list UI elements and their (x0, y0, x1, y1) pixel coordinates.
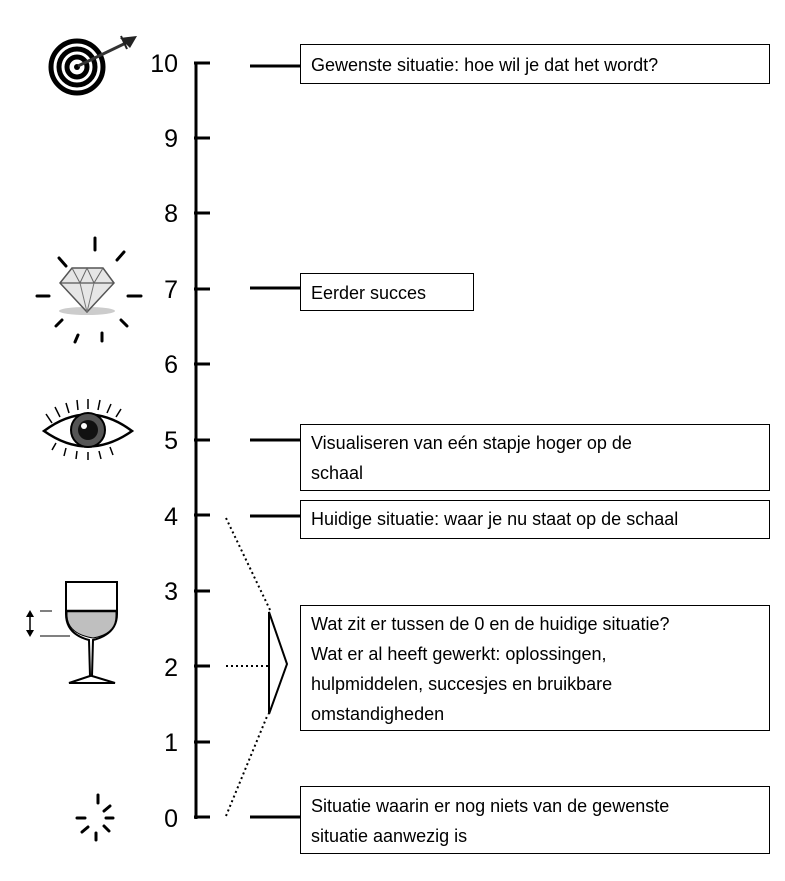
scale-label-8: 8 (164, 200, 178, 228)
visualize-step-line-2: schaal (311, 463, 364, 483)
spark-icon (75, 793, 115, 842)
scale-label-2: 2 (164, 654, 178, 682)
bracket-arrow (268, 611, 289, 715)
no-progress-line-2: situatie aanwezig is (311, 826, 468, 846)
scale-label-10: 10 (150, 50, 178, 78)
no-progress-line-1: Situatie waarin er nog niets van de gewe… (311, 796, 670, 816)
scale-label-4: 4 (164, 503, 178, 531)
scale-label-7: 7 (164, 276, 178, 304)
visualize-step-line-1: Visualiseren van eén stapje hoger op de (311, 433, 632, 453)
eye-icon (41, 399, 135, 460)
diamond-icon (35, 236, 143, 344)
scale-ticks (194, 61, 210, 819)
in-between-line-3: hulpmiddelen, succesjes en bruikbare (311, 674, 613, 694)
scale-label-9: 9 (164, 125, 178, 153)
earlier-success-box: Eerder succes (300, 273, 474, 311)
in-between-line-4: omstandigheden (311, 704, 445, 724)
scale-label-3: 3 (164, 578, 178, 606)
current-situation-text: Huidige situatie: waar je nu staat op de… (311, 509, 679, 529)
current-situation-box: Huidige situatie: waar je nu staat op de… (300, 500, 770, 539)
wine-glass-icon (26, 581, 118, 684)
in-between-line-1: Wat zit er tussen de 0 en de huidige sit… (311, 614, 670, 634)
scale-label-5: 5 (164, 427, 178, 455)
in-between-line-2: Wat er al heeft gewerkt: oplossingen, (311, 644, 607, 664)
scale-label-1: 1 (164, 729, 178, 757)
box-connectors (250, 64, 300, 819)
scale-label-6: 6 (164, 351, 178, 379)
no-progress-box: Situatie waarin er nog niets van de gewe… (300, 786, 770, 854)
earlier-success-text: Eerder succes (311, 283, 427, 303)
range-bracket-dotted-lines (225, 517, 272, 817)
visualize-step-box: Visualiseren van eén stapje hoger op de … (300, 424, 770, 491)
scale-label-0: 0 (164, 805, 178, 833)
desired-situation-text: Gewenste situatie: hoe wil je dat het wo… (311, 55, 659, 75)
in-between-box: Wat zit er tussen de 0 en de huidige sit… (300, 605, 770, 731)
target-icon (48, 35, 137, 96)
desired-situation-box: Gewenste situatie: hoe wil je dat het wo… (300, 44, 770, 84)
